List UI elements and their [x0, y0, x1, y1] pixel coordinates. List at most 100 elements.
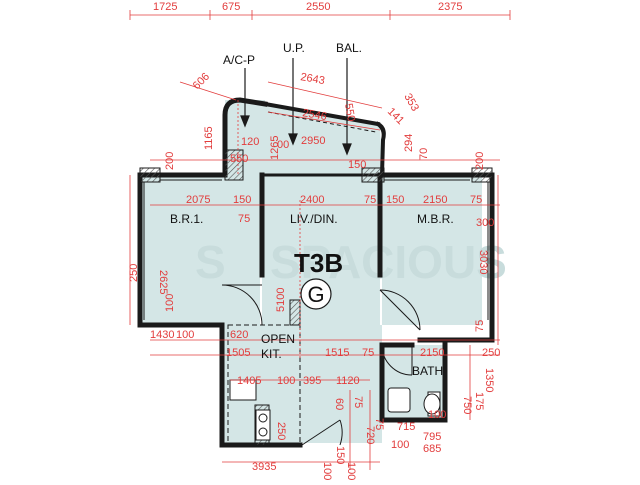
- dim-v200-right: 200: [474, 152, 486, 170]
- dim-row3-1120: 1120: [336, 375, 360, 387]
- dim-ac-1165: 1165: [203, 126, 215, 150]
- burner-2: [258, 427, 268, 437]
- dim-bal-550: 550: [342, 102, 357, 122]
- column-kit-2: [289, 299, 301, 326]
- dim-bal-141: 141: [385, 106, 406, 127]
- dim-row2-1505: 1505: [226, 347, 250, 359]
- dim-v75-right: 75: [474, 320, 486, 332]
- kitchen-fixtures: [227, 324, 301, 444]
- column-ac: [224, 149, 244, 181]
- unit-marker-circle: [300, 278, 332, 310]
- dim-row-2075: 2075: [186, 194, 210, 206]
- dim-bal-2643: 2643: [299, 71, 325, 87]
- bedroom1-floor: [142, 175, 260, 325]
- dim-row2-1515: 1515: [325, 347, 349, 359]
- dim-v720: 720: [364, 426, 376, 444]
- floor-areas: [142, 100, 482, 443]
- burner-1: [258, 413, 268, 423]
- dim-v1350: 1350: [483, 368, 495, 392]
- label-utility-platform: U.P.: [283, 41, 305, 55]
- dim-h795: 795: [423, 431, 441, 443]
- dim-row3-395: 395: [303, 375, 321, 387]
- dim-bal-2546: 2546: [301, 107, 327, 123]
- watermark-s-icon: S: [195, 236, 226, 288]
- dim-top-1: 1725: [153, 1, 177, 13]
- watermark: S SPACIOUS: [195, 236, 507, 288]
- lower-living-floor: [302, 325, 382, 443]
- dim-row-2400: 2400: [300, 194, 324, 206]
- dim-v60: 60: [333, 398, 345, 410]
- dim-bottom-3935: 3935: [252, 461, 276, 473]
- dim-row3-100: 100: [277, 375, 295, 387]
- unit-marker-letter: G: [307, 282, 324, 307]
- bath-fixtures: [387, 387, 441, 417]
- wall-balcony-rail: [262, 101, 381, 127]
- dimension-labels: 1725 675 2550 2375 2643 2546 550 353 141…: [128, 1, 500, 480]
- toilet-bowl: [423, 393, 441, 415]
- dim-ac-1265: 1265: [269, 136, 281, 160]
- room-bath: BATH: [412, 364, 443, 378]
- dim-ac-120: 120: [241, 136, 259, 148]
- balcony-floor: [265, 104, 382, 175]
- dim-v200-left: 200: [164, 152, 176, 170]
- wall-ac-platform: [222, 97, 268, 178]
- dim-row3-1405: 1405: [237, 375, 261, 387]
- dim-h150: 150: [348, 159, 366, 171]
- dim-row-75a: 75: [364, 194, 376, 206]
- dim-top-4: 2375: [438, 1, 462, 13]
- basin: [387, 387, 411, 413]
- dim-row2-1430: 1430: [150, 329, 174, 341]
- label-balcony: BAL.: [336, 41, 362, 55]
- dim-row-75b: 75: [238, 213, 250, 225]
- room-master-bedroom: M.B.R.: [417, 212, 454, 226]
- mbr-floor: [382, 175, 482, 325]
- dim-bal-70: 70: [418, 148, 430, 160]
- dim-h550: 550: [230, 153, 248, 165]
- dim-v75-a: 75: [352, 396, 364, 408]
- dim-v175: 175: [473, 392, 485, 410]
- door-main: [301, 419, 343, 446]
- label-ac-platform: A/C-P: [223, 53, 255, 67]
- column-mid: [361, 167, 385, 183]
- room-open-kitchen-2: KIT.: [261, 347, 282, 361]
- dim-row2-250: 250: [482, 347, 500, 359]
- dim-v100-left: 100: [164, 294, 176, 312]
- label-arrows: [240, 58, 352, 156]
- dim-v750: 750: [461, 396, 473, 414]
- dim-bottom-100a: 100: [321, 462, 333, 480]
- dim-v250-left: 250: [128, 264, 140, 282]
- room-labels: B.R.1. LIV./DIN. M.B.R. BATH OPEN KIT. A…: [170, 41, 454, 378]
- kitchen-dashed: [227, 324, 301, 444]
- dim-ac-606: 606: [191, 71, 212, 92]
- column-right: [471, 167, 493, 183]
- dim-bal-294: 294: [403, 134, 415, 152]
- dim-row2-100: 100: [176, 329, 194, 341]
- doors: [221, 284, 421, 446]
- dim-h685: 685: [423, 443, 441, 455]
- room-bedroom1: B.R.1.: [170, 212, 203, 226]
- dim-v150: 150: [334, 446, 346, 464]
- dim-v2625: 2625: [157, 270, 169, 294]
- balcony-inner: [267, 111, 377, 133]
- dim-top-2: 675: [222, 1, 240, 13]
- dim-row-75c: 75: [470, 194, 482, 206]
- dim-row2-75: 75: [362, 347, 374, 359]
- dim-h100-c: 100: [428, 409, 446, 421]
- dim-row-150a: 150: [233, 194, 251, 206]
- dim-top-3: 2550: [306, 1, 330, 13]
- door-br1: [221, 284, 263, 326]
- dim-v5100: 5100: [275, 288, 287, 312]
- dim-bal-2950: 2950: [301, 135, 325, 147]
- dim-bal-353: 353: [401, 92, 421, 114]
- room-open-kitchen-1: OPEN: [261, 332, 295, 346]
- dim-up-00: 00: [277, 139, 289, 151]
- unit-marker: T3B G: [294, 248, 343, 310]
- dim-bottom-100b: 100: [345, 462, 357, 480]
- door-bath: [381, 344, 413, 376]
- dim-h100-b: 100: [391, 439, 409, 451]
- dim-row-2150: 2150: [423, 194, 447, 206]
- dim-row-150b: 150: [386, 194, 404, 206]
- dimension-lines: [129, 10, 511, 470]
